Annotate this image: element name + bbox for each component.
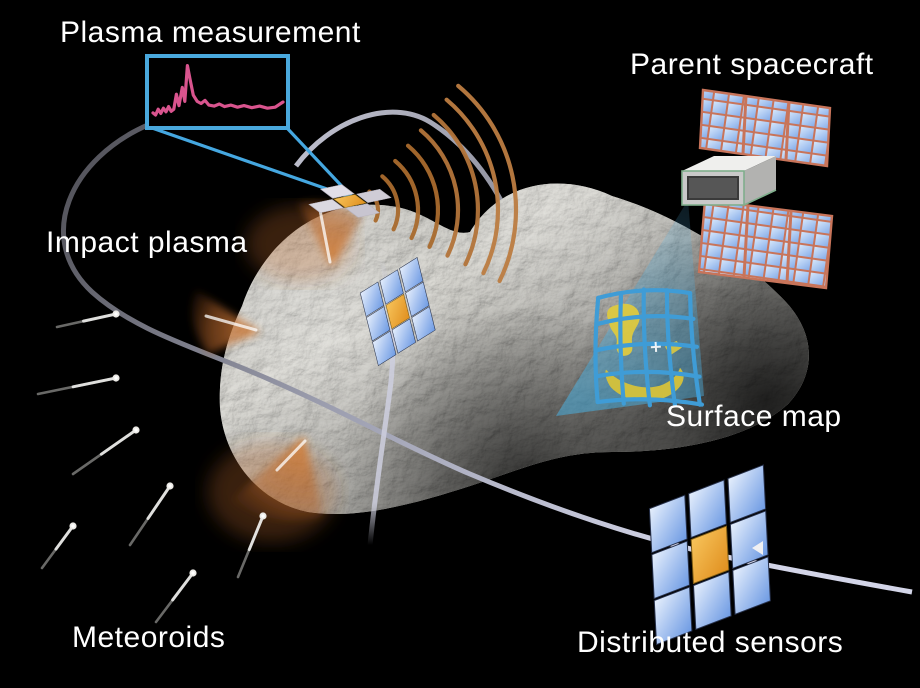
meteoroid [236, 512, 267, 579]
label-surface-map: Surface map [666, 400, 842, 433]
label-plasma-measurement: Plasma measurement [60, 16, 361, 49]
surface-map-grid [593, 287, 705, 408]
plasma-spectrum-line [151, 63, 285, 117]
meteoroid-field [36, 310, 267, 624]
impact-plume-left [192, 290, 260, 354]
radio-waves-icon [367, 83, 519, 284]
plasma-plot-frame [145, 54, 290, 130]
solar-panel-lower [697, 198, 834, 290]
meteoroid [154, 569, 197, 624]
sensor-distributed-icon [646, 464, 773, 646]
sensor-top-icon [308, 184, 392, 218]
meteoroid [71, 426, 140, 476]
label-distributed-sensors: Distributed sensors [577, 626, 844, 659]
label-parent-spacecraft: Parent spacecraft [630, 48, 874, 81]
meteoroid [40, 522, 77, 570]
meteoroid [55, 310, 120, 329]
meteoroid [128, 482, 174, 547]
spacecraft-body [681, 156, 777, 206]
label-impact-plasma: Impact plasma [46, 226, 248, 259]
impact-plume-top [246, 201, 362, 282]
label-meteoroids: Meteoroids [72, 621, 226, 654]
meteoroid [36, 374, 120, 396]
impact-plume-bottom [208, 436, 336, 542]
parent-spacecraft-icon [681, 88, 834, 290]
